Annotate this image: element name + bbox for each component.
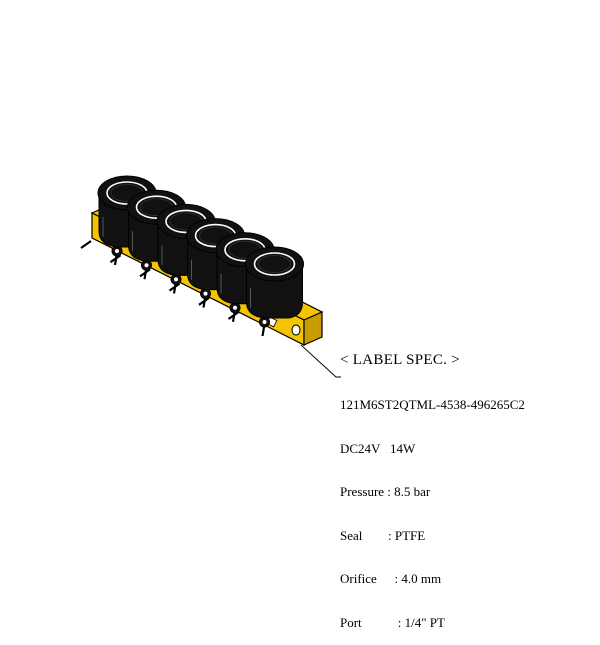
valve-connector-hole	[203, 291, 208, 296]
valve-terminal-pin	[168, 282, 181, 292]
valve-terminal-pin	[139, 268, 151, 278]
valve-terminal-pin	[80, 240, 92, 249]
pressure-value: : 8.5 bar	[387, 484, 431, 499]
seal-key: Seal	[340, 527, 363, 543]
valve-terminal-pin	[227, 311, 240, 320]
label-spec-model: 121M6ST2QTML-4538-496265C2	[340, 397, 525, 412]
label-spec-pressure: Pressure : 8.5 bar	[340, 484, 525, 500]
seal-value: : PTFE	[388, 527, 426, 543]
leader-line	[300, 344, 341, 378]
label-spec-power: DC24V 14W	[340, 440, 416, 456]
valve-terminal-pin	[198, 296, 210, 306]
valve-connector-hole	[115, 249, 119, 253]
label-spec-title: < LABEL SPEC. >	[340, 352, 461, 368]
valve-6	[227, 246, 304, 337]
port-value: : 1/4" PT	[388, 614, 445, 630]
valve-connector-hole	[144, 263, 149, 268]
valve-connector-hole	[233, 305, 237, 310]
solenoid-valve-manifold-drawing	[80, 175, 341, 378]
valve-terminal-pin	[109, 254, 122, 264]
orifice-key: Orifice	[340, 571, 377, 586]
pressure-key: Pressure	[340, 484, 385, 499]
label-spec-seal: Seal : PTFE	[340, 527, 525, 544]
manifold-end-face	[303, 311, 323, 346]
valve-connector-hole	[174, 277, 178, 282]
manifold-end-port	[291, 324, 301, 336]
valve-top-recess	[258, 255, 291, 273]
label-spec: < LABEL SPEC. > 121M6ST2QTML-4538-496265…	[340, 323, 525, 645]
port-key: Port	[340, 614, 362, 630]
valve-connector-hole	[262, 320, 267, 324]
valve-top-ring-edge	[253, 252, 296, 276]
orifice-value: : 4.0 mm	[388, 571, 442, 586]
valve-coils	[80, 175, 304, 337]
label-spec-port: Port : 1/4" PT	[340, 614, 525, 631]
label-spec-orifice: Orifice : 4.0 mm	[340, 571, 525, 587]
